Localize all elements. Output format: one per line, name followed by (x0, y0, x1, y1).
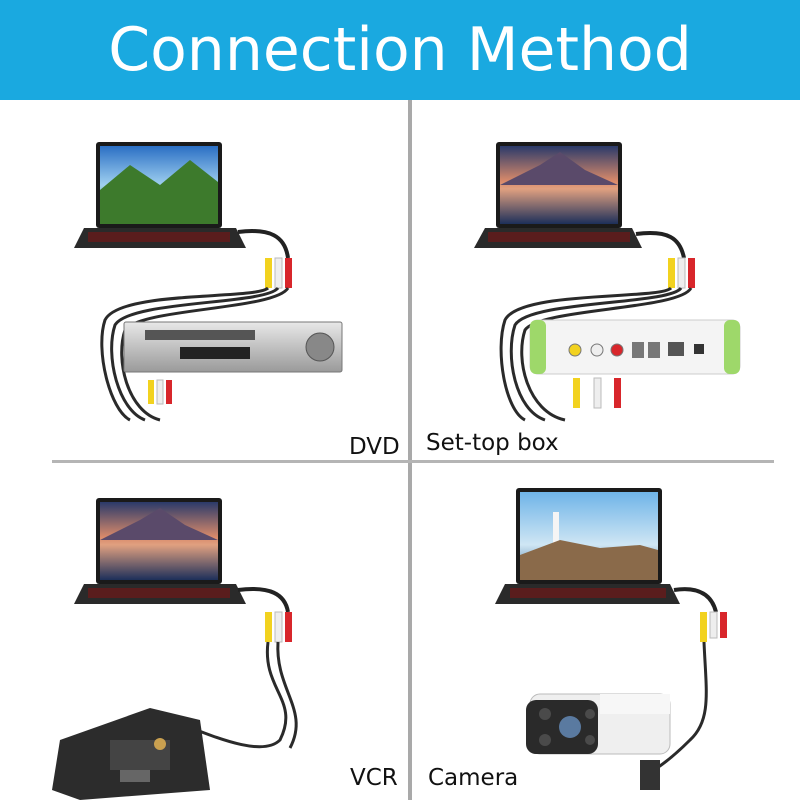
set-top-box-icon (529, 319, 741, 375)
laptop-icon (474, 142, 642, 248)
panel-set-top-box (474, 142, 741, 422)
dvd-player-icon (123, 321, 343, 373)
security-camera-icon (526, 693, 671, 790)
label-set-top-box: Set-top box (426, 430, 559, 456)
laptop-icon (495, 488, 680, 604)
label-dvd: DVD (349, 434, 400, 460)
panel-camera (495, 488, 727, 790)
camcorder-icon (52, 708, 210, 800)
panel-vcr (52, 498, 298, 800)
label-vcr: VCR (350, 765, 398, 791)
laptop-icon (74, 142, 246, 248)
vertical-divider (408, 100, 412, 800)
label-camera: Camera (428, 765, 519, 791)
horizontal-divider (52, 460, 774, 463)
header-bar (0, 0, 800, 100)
panel-dvd (74, 142, 343, 422)
laptop-icon (74, 498, 246, 604)
page-title: Connection Method (108, 15, 692, 85)
rca-plug-icon (265, 257, 292, 289)
